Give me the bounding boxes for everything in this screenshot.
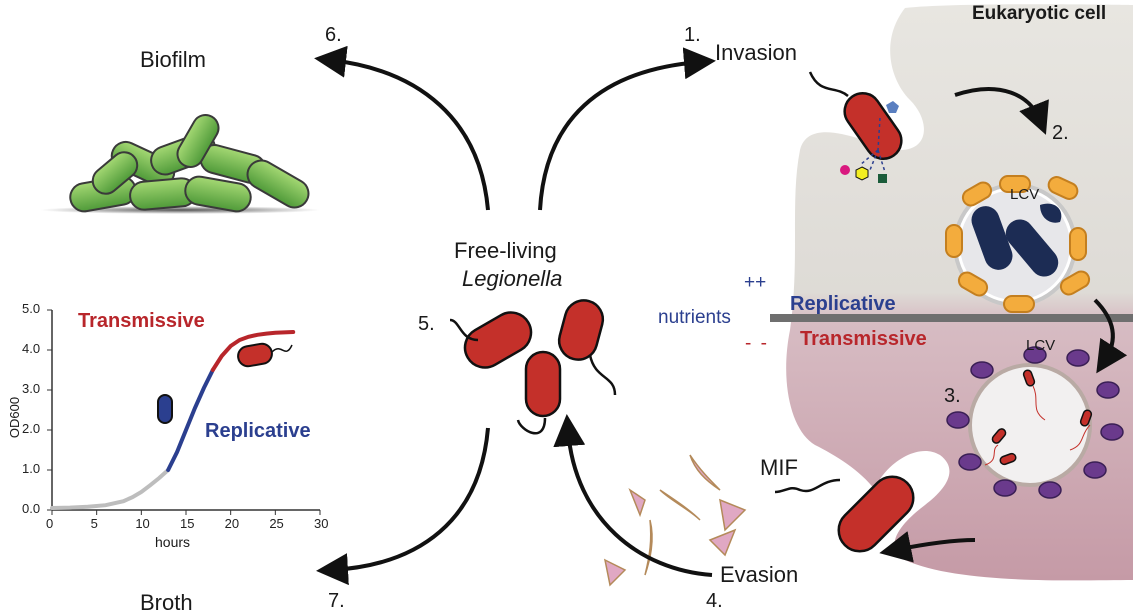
step-4-number: 4. bbox=[706, 590, 723, 612]
x-tick-label: 25 bbox=[269, 516, 284, 531]
chart-y-axis-label: OD600 bbox=[7, 396, 23, 439]
step-6-number: 6. bbox=[325, 24, 342, 46]
y-tick-label: 0.0 bbox=[22, 501, 41, 516]
y-tick-label: 4.0 bbox=[22, 341, 41, 356]
invading-bacterium bbox=[808, 71, 903, 183]
evasion-fragments bbox=[603, 454, 747, 587]
growth-curve-segment-lag bbox=[50, 468, 171, 510]
y-tick-label: 1.0 bbox=[22, 461, 41, 476]
cell-title: Eukaryotic cell bbox=[972, 3, 1107, 24]
legionella-label: Legionella bbox=[462, 266, 563, 291]
growth-curve-segment-replicative bbox=[166, 368, 215, 472]
nutrients-label: nutrients bbox=[658, 307, 731, 328]
free-living-label: Free-living bbox=[454, 238, 557, 263]
step-2-number: 2. bbox=[1052, 122, 1069, 144]
y-tick-label: 3.0 bbox=[22, 381, 41, 396]
biofilm-cluster bbox=[40, 114, 320, 214]
chart-x-axis-label: hours bbox=[155, 534, 191, 550]
growth-chart bbox=[47, 309, 321, 515]
minus-signs: - - bbox=[745, 333, 769, 354]
step-3-number: 3. bbox=[944, 385, 961, 407]
x-tick-label: 20 bbox=[224, 516, 240, 531]
x-tick-label: 15 bbox=[180, 516, 195, 531]
x-tick-label: 5 bbox=[90, 516, 98, 531]
replicative-state-label: Replicative bbox=[790, 293, 896, 315]
mif-label: MIF bbox=[760, 455, 798, 480]
arrow-invasion-to-lcv bbox=[954, 87, 1049, 135]
y-tick-label: 5.0 bbox=[22, 301, 41, 316]
step-1-number: 1. bbox=[684, 24, 701, 46]
arrow-to-biofilm bbox=[314, 45, 490, 211]
x-tick-label: 30 bbox=[314, 516, 329, 531]
plus-signs: ++ bbox=[744, 272, 767, 293]
evasion-label: Evasion bbox=[720, 562, 799, 587]
x-tick-label: 0 bbox=[46, 516, 54, 531]
arrow-exit bbox=[879, 531, 976, 563]
arrow-to-broth bbox=[316, 427, 490, 586]
lcv-top-label: LCV bbox=[1010, 186, 1040, 203]
x-tick-label: 10 bbox=[135, 516, 150, 531]
step-7-number: 7. bbox=[328, 590, 345, 612]
free-living-bacteria bbox=[463, 299, 605, 418]
lcv-transmissive bbox=[946, 346, 1124, 499]
growth-curve-segment-transmissive bbox=[210, 330, 296, 372]
transmissive-state-label: Transmissive bbox=[800, 328, 927, 350]
arrow-lcv-to-late bbox=[1093, 298, 1128, 374]
lcv-replicative bbox=[945, 175, 1091, 313]
step-5-number: 5. bbox=[418, 313, 435, 335]
y-tick-label: 2.0 bbox=[22, 421, 41, 436]
chart-annotation-transmissive: Transmissive bbox=[78, 310, 205, 332]
chart-bacterium-transmissive bbox=[237, 342, 293, 368]
arrow-from-evasion bbox=[553, 414, 713, 577]
biofilm-label: Biofilm bbox=[140, 47, 207, 72]
exiting-bacterium bbox=[774, 475, 915, 553]
chart-annotation-replicative: Replicative bbox=[205, 420, 311, 442]
arrow-to-invasion bbox=[538, 47, 716, 211]
broth-label: Broth bbox=[140, 590, 193, 615]
invasion-label: Invasion bbox=[715, 40, 797, 65]
lcv-bottom-label: LCV bbox=[1026, 337, 1056, 354]
chart-bacterium-replicative bbox=[157, 394, 173, 424]
